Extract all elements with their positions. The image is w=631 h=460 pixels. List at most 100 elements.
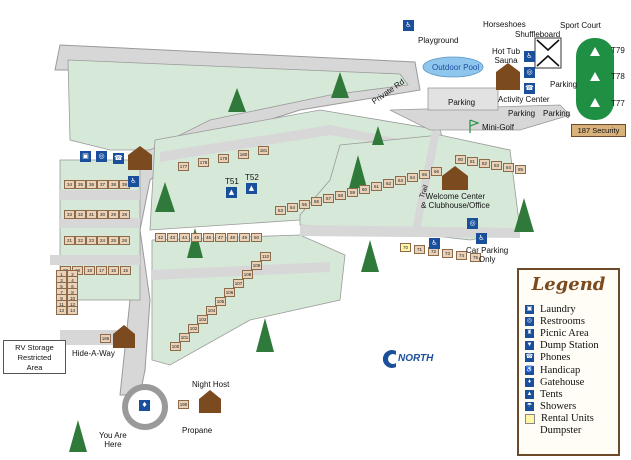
campsite-marker: 29 (108, 210, 119, 219)
middle-road (160, 125, 430, 162)
you-are-here-label: You Are Here (99, 431, 127, 449)
tent-site-t52: T52 (245, 173, 259, 182)
legend-label: Restrooms (540, 315, 585, 327)
legend-label: Dumpster (540, 425, 582, 437)
hot-tub-sauna-label: Hot Tub Sauna (492, 47, 521, 65)
tree-icon (361, 240, 379, 272)
campsite-marker: 18 (84, 266, 95, 275)
legend-label: Rental Units (541, 413, 594, 425)
campsite-marker: 16 (108, 266, 119, 275)
playground-label: Playground (418, 36, 459, 45)
tree-icon (256, 318, 274, 352)
shuffleboard-pattern (536, 39, 560, 67)
tent-icon-t78 (590, 72, 600, 81)
parking-area (389, 104, 571, 131)
tent-site-t51: T51 (225, 177, 239, 186)
legend-label: Picnic Area (540, 327, 589, 339)
campsite-marker: 62 (383, 179, 394, 188)
campsite-marker: 74 (456, 251, 467, 260)
sport-court-label: Sport Court (560, 21, 601, 30)
tent-site-t78: T78 (611, 72, 625, 81)
legend-item-tents: ▲ Tents (525, 388, 599, 400)
campsite-marker: 42 (155, 233, 166, 242)
handicap-icon: ♿ (524, 51, 535, 62)
campsite-marker: 80 (455, 155, 466, 164)
campsite-marker: 45 (191, 233, 202, 242)
parking-label-top: Parking (448, 98, 476, 107)
tents-icon: ▲ (246, 183, 257, 194)
campsite-marker: 14 (67, 306, 78, 315)
tree-icon (187, 228, 203, 258)
restrooms-icon: ◎ (96, 151, 107, 162)
campsite-marker: 181 (258, 146, 269, 155)
campsite-marker: 180 (238, 150, 249, 159)
campsite-marker: 34 (64, 180, 75, 189)
campsite-marker: 23 (86, 236, 97, 245)
campsite-marker: 43 (167, 233, 178, 242)
campsite-marker: 81 (467, 157, 478, 166)
security-box: 187 Security (571, 124, 626, 137)
campsite-marker: 101 (179, 333, 190, 342)
campsite-marker: 186 (100, 334, 111, 343)
campsite-marker: 63 (395, 176, 406, 185)
left-road-2 (60, 218, 140, 228)
handicap-icon: ♿ (525, 365, 534, 375)
campsite-marker: 22 (75, 236, 86, 245)
cabins (113, 63, 520, 413)
campsite-marker: 100 (170, 342, 181, 351)
campsite-marker: 38 (108, 180, 119, 189)
restrooms-icon: ◎ (467, 218, 478, 229)
campsite-marker: 84 (503, 163, 514, 172)
rv-storage-box: RV Storage Restricted Area (3, 340, 66, 374)
handicap-icon: ♿ (476, 233, 487, 244)
tree-icon (349, 155, 367, 188)
laundry-icon: ▣ (525, 304, 534, 314)
handicap-icon: ♿ (128, 176, 139, 187)
campsite-marker: 75 (470, 253, 481, 262)
campsite-marker: 25 (108, 236, 119, 245)
legend-label: Phones (540, 352, 571, 364)
legend-item-showers: ☂Showers (525, 401, 599, 413)
legend-item-dump-station: ▼Dump Station (525, 340, 599, 352)
legend-panel: Legend ▣Laundry◎Restrooms♜Picnic Area▼Du… (517, 268, 620, 456)
legend-label: Dump Station (540, 340, 599, 352)
tents-icon: ▲ (525, 389, 534, 399)
legend-item-gatehouse: ♦Gatehouse (525, 376, 599, 388)
north-label: NORTH (398, 353, 434, 364)
hide-a-way-label: Hide-A-Way (72, 349, 115, 358)
phones-icon: ☎ (525, 353, 534, 363)
campsite-marker: 15 (120, 266, 131, 275)
lower-road (152, 262, 330, 280)
showers-icon: ☎ (524, 83, 535, 94)
campsite-marker: 21 (64, 236, 75, 245)
legend-title: Legend (531, 274, 606, 295)
campsite-marker: 58 (335, 191, 346, 200)
campsite-marker: 71 (414, 245, 425, 254)
welcome-road (300, 225, 520, 238)
trail-road (412, 130, 440, 230)
legend-label: Tents (540, 388, 563, 400)
tents-icon: ▲ (226, 187, 237, 198)
campsite-marker: 65 (419, 170, 430, 179)
campsite-marker: 57 (323, 194, 334, 203)
handicap-icon: ♿ (403, 20, 414, 31)
campsite-marker: 59 (347, 188, 358, 197)
campsite-marker: 61 (371, 182, 382, 191)
restrooms-icon: ◎ (525, 316, 534, 326)
laundry-icon: ▣ (80, 151, 91, 162)
legend-item-handicap: ♿Handicap (525, 364, 599, 376)
cabin-icon (496, 63, 520, 90)
gatehouse-icon: ♦ (525, 377, 534, 387)
storage-road (60, 330, 130, 345)
tree-icon (372, 126, 384, 145)
campsite-marker: 50 (251, 233, 262, 242)
handicap-icon: ♿ (429, 238, 440, 249)
parking-label-lower-right: Parking (543, 109, 571, 118)
left-road-1 (60, 190, 140, 200)
north-arrow-icon (382, 350, 396, 368)
campsite-marker: 31 (86, 210, 97, 219)
campsite-marker: 109 (251, 261, 262, 270)
campsite-marker: 105 (215, 297, 226, 306)
